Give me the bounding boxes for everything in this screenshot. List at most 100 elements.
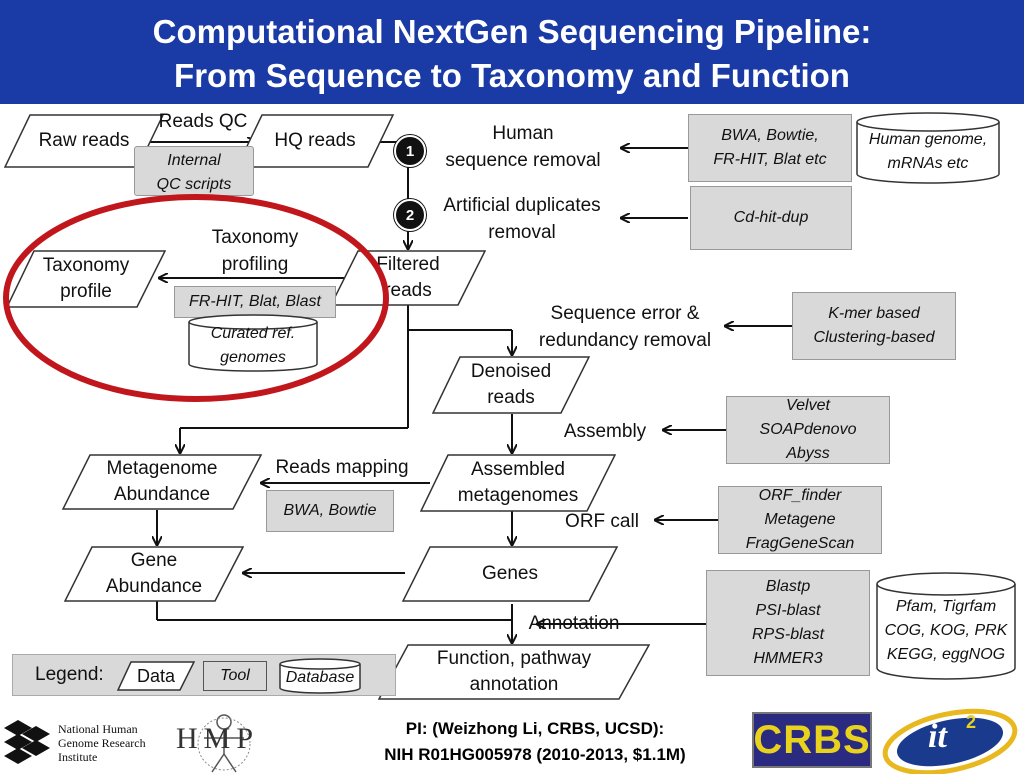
legend-data-shape: Data	[117, 661, 195, 691]
hq-reads-label: HQ reads	[274, 130, 356, 151]
internal-qc-label-1: Internal	[167, 152, 221, 169]
kmer-label-1: K-mer based	[828, 305, 920, 322]
gene-abundance-label-1: Gene	[130, 550, 178, 571]
blastp-label-1: Blastp	[765, 578, 811, 595]
crbs-logo: CRBS	[752, 712, 872, 768]
metagenome-abundance-label-1: Metagenome	[106, 458, 218, 479]
tool-node-cd-hit-dup: Cd-hit-dup	[690, 186, 852, 250]
seq-error-line1: Sequence error &	[550, 303, 700, 324]
taxonomy-profile-label-1: Taxonomy	[42, 255, 130, 276]
denoised-label-2: reads	[487, 387, 535, 408]
blastp-label-3: RPS-blast	[751, 626, 825, 643]
data-node-raw-reads: Raw reads	[4, 114, 164, 168]
nhgri-logo-icon	[4, 720, 50, 764]
genes-label: Genes	[482, 563, 538, 584]
curated-label-1: Curated ref.	[210, 325, 296, 342]
data-node-hq-reads: HQ reads	[236, 114, 394, 168]
step-label-artificial-duplicates: Artificial duplicates removal	[422, 192, 622, 246]
legend: Legend: Data Tool Database	[12, 654, 396, 696]
artificial-dup-line2: removal	[488, 222, 556, 243]
pfam-label-3: KEGG, eggNOG	[886, 646, 1006, 663]
step-label-reads-qc: Reads QC	[158, 111, 248, 132]
step-badge-1-text: 1	[405, 142, 415, 160]
it2-text: it	[928, 718, 947, 755]
data-node-genes: Genes	[402, 546, 618, 602]
legend-tool-label: Tool	[220, 667, 250, 684]
step-label-orf-call: ORF call	[565, 511, 639, 532]
velvet-label-3: Abyss	[786, 445, 830, 462]
tool-node-internal-qc: Internal QC scripts	[134, 146, 254, 196]
human-removal-line1: Human	[492, 123, 554, 144]
step-label-sequence-error: Sequence error & redundancy removal	[520, 300, 730, 354]
nhgri-line3: Institute	[58, 750, 98, 764]
filtered-label-1: Filtered	[376, 254, 440, 275]
legend-database-label: Database	[285, 669, 355, 686]
human-removal-line2: sequence removal	[445, 150, 601, 171]
step-label-reads-mapping: Reads mapping	[275, 457, 409, 478]
data-node-assembled-metagenomes: Assembled metagenomes	[420, 454, 616, 512]
frhit-blat-blast-label: FR-HIT, Blat, Blast	[189, 293, 321, 310]
step-badge-1: 1	[394, 135, 426, 167]
database-node-human-genome: Human genome, mRNAs etc	[856, 112, 1000, 184]
taxonomy-profiling-line1: Taxonomy	[211, 227, 299, 248]
step-label-human-removal: Human sequence removal	[428, 120, 618, 174]
nhgri-text: National Human Genome Research Institute	[58, 722, 146, 764]
data-node-filtered-reads: Filtered reads	[330, 250, 486, 306]
velvet-label-2: SOAPdenovo	[759, 421, 857, 438]
funding-text: PI: (Weizhong Li, CRBS, UCSD): NIH R01HG…	[320, 716, 750, 768]
pfam-label-1: Pfam, Tigrfam	[895, 598, 997, 615]
velvet-label-1: Velvet	[786, 397, 830, 414]
legend-title: Legend:	[35, 664, 104, 685]
crbs-logo-text: CRBS	[753, 717, 871, 762]
orf-label-1: ORF_finder	[758, 487, 842, 504]
pfam-label-2: COG, KOG, PRK	[884, 622, 1008, 639]
blastp-label-4: HMMER3	[753, 650, 823, 667]
assembled-label-2: metagenomes	[457, 485, 579, 506]
cd-hit-dup-label: Cd-hit-dup	[733, 209, 809, 226]
page-title-line1: Computational NextGen Sequencing Pipelin…	[152, 13, 872, 50]
blastp-label-2: PSI-blast	[755, 602, 821, 619]
assembled-label-1: Assembled	[471, 459, 565, 480]
human-genome-label-2: mRNAs etc	[887, 155, 969, 172]
filtered-label-2: reads	[384, 280, 432, 301]
hmp-text: HMP	[176, 722, 260, 755]
data-node-denoised-reads: Denoised reads	[432, 356, 590, 414]
tool-node-bwa-bowtie: BWA, Bowtie	[266, 490, 394, 532]
taxonomy-highlight-ellipse	[3, 194, 389, 402]
tool-node-bwa-bowtie-frhit: BWA, Bowtie, FR-HIT, Blat etc	[688, 114, 852, 182]
denoised-label-1: Denoised	[470, 361, 552, 382]
page-title-line2: From Sequence to Taxonomy and Function	[174, 57, 850, 94]
function-label-1: Function, pathway	[436, 648, 592, 669]
pi-line1: PI: (Weizhong Li, CRBS, UCSD):	[405, 719, 665, 738]
internal-qc-label-2: QC scripts	[156, 176, 232, 193]
hmp-figure-icon	[197, 714, 251, 773]
step-badge-2: 2	[394, 199, 426, 231]
step-label-assembly: Assembly	[563, 421, 647, 442]
orf-label-3: FragGeneScan	[745, 535, 855, 552]
seq-error-line2: redundancy removal	[538, 330, 712, 351]
it2-superscript: 2	[966, 712, 977, 732]
taxonomy-profiling-line2: profiling	[221, 254, 289, 275]
nhgri-line1: National Human	[58, 722, 138, 736]
curated-label-2: genomes	[220, 349, 286, 366]
bwa-bowtie-mid-label: BWA, Bowtie	[283, 502, 377, 519]
title-bar: Computational NextGen Sequencing Pipelin…	[0, 0, 1024, 104]
orf-label-2: Metagene	[764, 511, 836, 528]
bwa-top-label-2: FR-HIT, Blat etc	[713, 151, 827, 168]
metagenome-abundance-label-2: Abundance	[113, 484, 211, 505]
nhgri-line2: Genome Research	[58, 736, 146, 750]
legend-database-shape: Database	[279, 658, 361, 694]
human-genome-label-1: Human genome,	[868, 131, 988, 148]
bwa-top-label-1: BWA, Bowtie,	[721, 127, 819, 144]
legend-tool-shape: Tool	[203, 661, 267, 691]
gene-abundance-label-2: Abundance	[105, 576, 203, 597]
step-label-taxonomy-profiling: Taxonomy profiling	[190, 224, 320, 278]
